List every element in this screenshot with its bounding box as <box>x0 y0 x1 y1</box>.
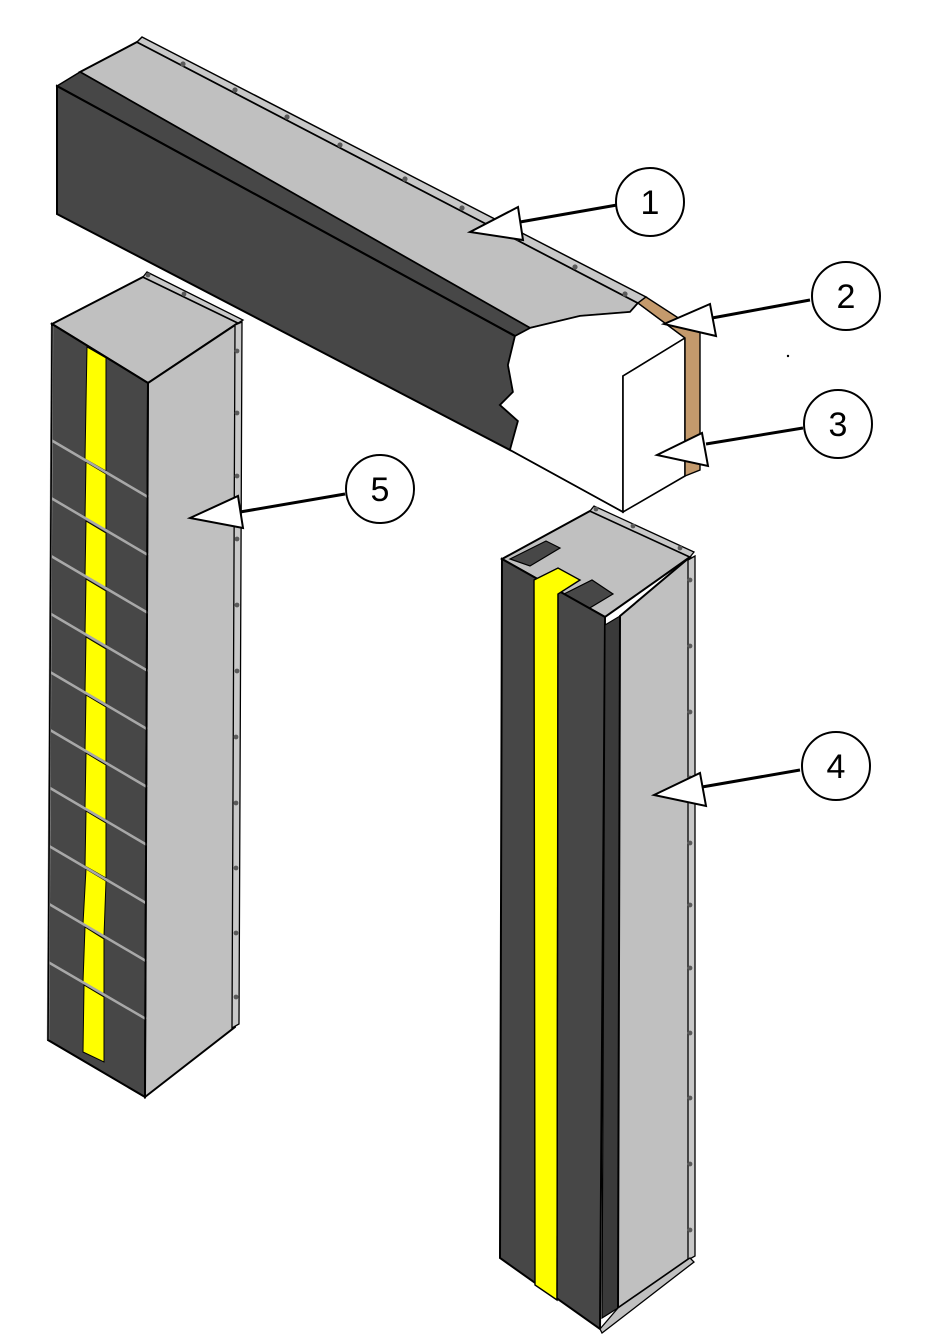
beam-rivets <box>180 61 628 297</box>
callout-3: 3 <box>653 389 873 468</box>
rivet-icon <box>622 291 628 297</box>
rivet-icon <box>687 643 693 649</box>
stripe-segment <box>82 984 105 1063</box>
circle-number-icon <box>345 454 415 524</box>
callout-leader <box>705 426 804 446</box>
circle-number-icon <box>811 261 881 331</box>
arrowhead-icon <box>653 431 710 468</box>
beam-front-edge <box>56 85 516 337</box>
rivet-icon <box>234 602 240 608</box>
segment-seam <box>48 902 147 963</box>
right-post-light-side <box>616 554 691 1310</box>
segment-seam <box>48 844 147 905</box>
right-post-bottom <box>599 1257 695 1334</box>
rivet-icon <box>180 61 186 67</box>
rivet-icon <box>687 577 693 583</box>
left-post-light-side <box>143 321 240 1100</box>
callout-4: 4 <box>650 731 871 808</box>
segment-seam <box>50 612 149 673</box>
rivet-icon <box>233 994 239 1000</box>
left-post-top-rail <box>141 271 245 324</box>
callout-leader <box>239 492 346 514</box>
right-post <box>498 505 696 1334</box>
segment-seam <box>50 496 149 557</box>
callout-5: 5 <box>186 454 415 530</box>
arrowhead-icon <box>186 494 245 530</box>
rivet-icon <box>232 87 238 93</box>
segment-seam <box>50 438 149 499</box>
right-post-top-dark-left <box>508 540 562 567</box>
callout-2: 2 <box>660 261 881 338</box>
callout-number-1: 1 <box>641 184 660 222</box>
circle-number-icon <box>803 389 873 459</box>
beam-foam-edge-left <box>509 449 624 513</box>
rivet-icon <box>402 176 408 182</box>
rivet-icon <box>687 709 693 715</box>
stray-dot-mark <box>786 354 790 358</box>
left-post-yellow-stripe <box>82 346 107 1063</box>
callout-leader <box>519 203 618 224</box>
rivet-icon <box>572 264 578 270</box>
callout-leader <box>711 298 811 320</box>
rivet-icon <box>630 523 636 529</box>
rivet-icon <box>233 865 239 871</box>
callout-leader <box>701 768 801 789</box>
rivet-icon <box>687 1161 693 1167</box>
rivet-icon <box>687 1227 693 1233</box>
rivet-icon <box>234 668 240 674</box>
rivet-icon <box>234 410 240 416</box>
stripe-segment <box>84 346 107 472</box>
rivet-icon <box>687 1030 693 1036</box>
callout-number-2: 2 <box>837 278 856 316</box>
segment-seam <box>49 786 148 847</box>
left-post <box>46 271 245 1100</box>
rivet-icon <box>687 1095 693 1101</box>
rivet-icon <box>284 114 290 120</box>
arrowhead-icon <box>650 771 708 808</box>
rivet-icon <box>145 272 151 278</box>
rivet-icon <box>687 902 693 908</box>
rivet-icon <box>687 840 693 846</box>
rivet-icon <box>233 930 239 936</box>
left-post-front-outline <box>47 322 149 1099</box>
right-post-rivets <box>593 506 693 1233</box>
rivet-icon <box>181 291 187 297</box>
arrowhead-icon <box>660 302 718 338</box>
rivet-icon <box>593 506 599 512</box>
rivet-icon <box>234 348 240 354</box>
callout-number-4: 4 <box>827 748 846 786</box>
segment-seam <box>49 728 148 789</box>
segment-seam <box>50 554 149 615</box>
left-post-rivets <box>145 272 240 1000</box>
rivet-icon <box>337 142 343 148</box>
right-post-top-rail <box>588 505 696 558</box>
right-post-side-rail <box>687 554 696 1262</box>
segment-seam <box>49 670 148 731</box>
rivet-icon <box>233 800 239 806</box>
rivet-icon <box>234 473 240 479</box>
rivet-icon <box>687 965 693 971</box>
circle-number-icon <box>615 167 685 237</box>
rivet-icon <box>677 545 683 551</box>
rivet-icon <box>459 205 465 211</box>
rivet-icon <box>234 536 240 542</box>
stripe-segment <box>84 810 107 879</box>
arrowhead-icon <box>466 205 525 242</box>
rivet-icon <box>233 734 239 740</box>
segment-seam <box>47 960 147 1021</box>
circle-number-icon <box>801 731 871 801</box>
callout-number-5: 5 <box>371 471 390 509</box>
callout-1: 1 <box>466 167 685 242</box>
horizontal-beam <box>55 36 701 514</box>
callout-number-3: 3 <box>829 406 848 444</box>
callouts: 1 2 3 4 5 <box>186 167 881 808</box>
right-post-channel-line <box>556 593 559 1301</box>
